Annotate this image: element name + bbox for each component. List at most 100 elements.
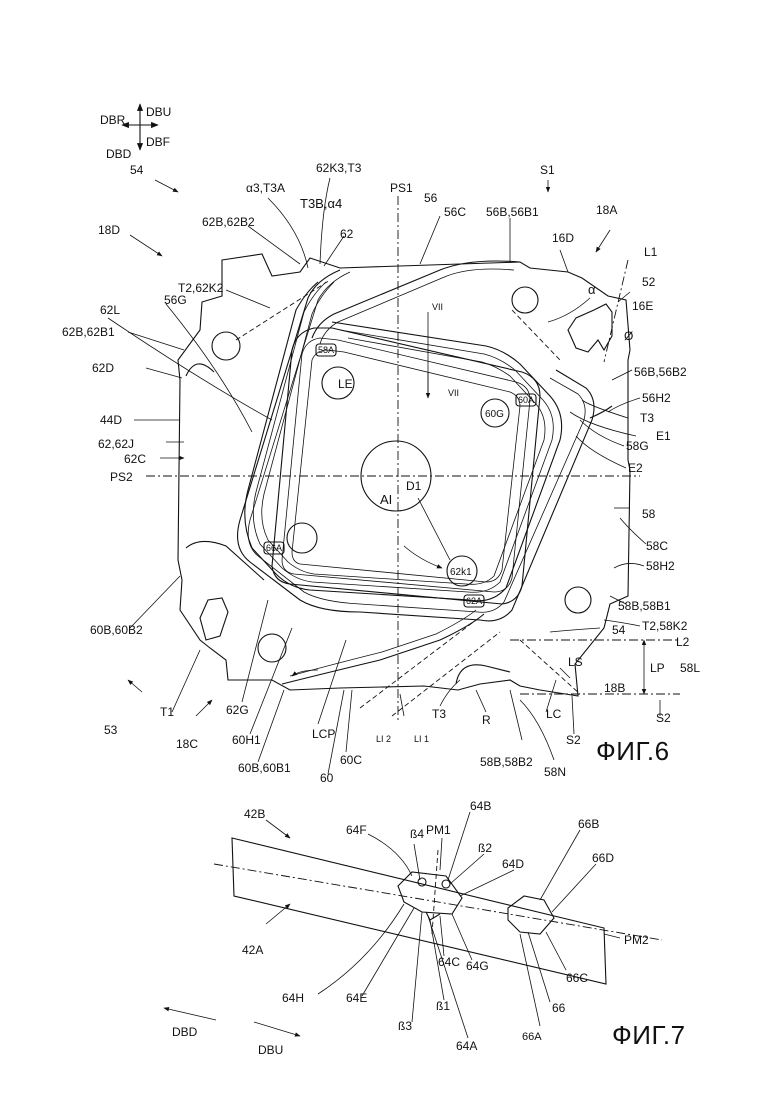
label-62-62j: 62,62J xyxy=(98,437,134,451)
label-60g: 60G xyxy=(485,409,504,420)
label-lp: LP xyxy=(650,661,665,675)
label-a3-t3a: α3,T3A xyxy=(246,181,285,195)
label-l1: L1 xyxy=(644,245,658,259)
label-66b: 66B xyxy=(578,817,599,831)
direction-indicator: DBU DBR DBF DBD xyxy=(100,104,171,161)
label-62a: 62A xyxy=(466,596,482,606)
label-ps1: PS1 xyxy=(390,181,413,195)
label-56g: 56G xyxy=(164,293,187,307)
label-pm2: PM2 xyxy=(624,933,649,947)
label-42a: 42A xyxy=(242,943,263,957)
label-53: 53 xyxy=(104,723,118,737)
label-44d: 44D xyxy=(100,413,122,427)
label-18d: 18D xyxy=(98,223,120,237)
bead-64-dot-right xyxy=(442,880,450,888)
label-s2-right: S2 xyxy=(656,711,671,725)
label-le: LE xyxy=(338,377,353,391)
label-lc: LC xyxy=(546,707,562,721)
label-zero: Ø xyxy=(624,329,633,343)
label-66d: 66D xyxy=(592,851,614,865)
bead-profile-66 xyxy=(508,896,554,934)
corner-notch-tr xyxy=(568,304,612,352)
label-b3: ß3 xyxy=(398,1019,412,1033)
figure-7-title: ФИГ.7 xyxy=(612,1020,686,1050)
label-ls: LS xyxy=(568,655,583,669)
label-16d: 16D xyxy=(552,231,574,245)
label-alpha: α xyxy=(588,282,596,297)
hole-br xyxy=(565,587,591,613)
label-54: 54 xyxy=(130,163,144,177)
hole-66a xyxy=(287,523,317,553)
label-60a: 60A xyxy=(518,395,534,405)
label-60: 60 xyxy=(320,771,334,785)
label-60h1: 60H1 xyxy=(232,733,261,747)
label-s2-bottom: S2 xyxy=(566,733,581,747)
label-56: 56 xyxy=(424,191,438,205)
label-d1: D1 xyxy=(406,479,422,493)
label-58a: 58A xyxy=(318,345,334,355)
label-58g: 58G xyxy=(626,439,649,453)
label-58: 58 xyxy=(642,507,656,521)
label-42b: 42B xyxy=(244,807,265,821)
figure-6: DBU DBR DBF DBD xyxy=(62,104,700,785)
label-t2-58k2: T2,58K2 xyxy=(642,619,688,633)
label-dbu-fig7: DBU xyxy=(258,1043,283,1057)
label-66a: 66A xyxy=(266,543,282,553)
label-62b-62b1: 62B,62B1 xyxy=(62,325,115,339)
label-pm1: PM1 xyxy=(426,823,451,837)
label-66c: 66C xyxy=(566,971,588,985)
bead-64-dot-left xyxy=(418,878,426,886)
label-58h2: 58H2 xyxy=(646,559,675,573)
label-s1: S1 xyxy=(540,163,555,177)
label-li2: LI 2 xyxy=(376,734,391,744)
figure-7: 42B 64F ß4 64B PM1 ß2 64D 66B 66D PM2 42… xyxy=(164,799,686,1057)
label-18c: 18C xyxy=(176,737,198,751)
label-dbd-fig7: DBD xyxy=(172,1025,198,1039)
figure-6-title: ФИГ.6 xyxy=(596,736,670,766)
label-60b-60b1: 60B,60B1 xyxy=(238,761,291,775)
label-52: 52 xyxy=(642,275,656,289)
label-18b: 18B xyxy=(604,681,625,695)
label-l2: L2 xyxy=(676,635,690,649)
label-64a: 64A xyxy=(456,1039,477,1053)
label-62l: 62L xyxy=(100,303,120,317)
plate-outline xyxy=(178,254,630,696)
dir-dbu-label: DBU xyxy=(146,105,171,119)
label-18a: 18A xyxy=(596,203,617,217)
label-r: R xyxy=(482,713,491,727)
label-62: 62 xyxy=(340,227,354,241)
label-58c: 58C xyxy=(646,539,668,553)
label-56b-56b2: 56B,56B2 xyxy=(634,365,687,379)
label-58b-58b2: 58B,58B2 xyxy=(480,755,533,769)
line-pm1 xyxy=(432,850,438,934)
label-vii-top: VII xyxy=(432,302,443,312)
label-64c: 64C xyxy=(438,955,460,969)
label-62k3-t3: 62K3,T3 xyxy=(316,161,362,175)
label-b1: ß1 xyxy=(436,999,450,1013)
label-lcp: LCP xyxy=(312,727,335,741)
label-62k1: 62k1 xyxy=(450,567,472,578)
label-64d: 64D xyxy=(502,857,524,871)
label-60c: 60C xyxy=(340,753,362,767)
label-56c: 56C xyxy=(444,205,466,219)
fig7-labels: 42B 64F ß4 64B PM1 ß2 64D 66B 66D PM2 42… xyxy=(172,799,686,1057)
label-56h2: 56H2 xyxy=(642,391,671,405)
label-64g: 64G xyxy=(466,959,489,973)
line-l1 xyxy=(604,260,628,362)
dir-dbr-label: DBR xyxy=(100,113,126,127)
label-t3-right: T3 xyxy=(640,411,654,425)
label-62c: 62C xyxy=(124,452,146,466)
bead-profile-64 xyxy=(398,872,462,914)
label-66a-fig7: 66A xyxy=(522,1031,542,1043)
label-60b-60b2: 60B,60B2 xyxy=(90,623,143,637)
label-e2: E2 xyxy=(628,461,643,475)
label-62g: 62G xyxy=(226,703,249,717)
dir-dbf-label: DBF xyxy=(146,135,170,149)
line-li1 xyxy=(392,632,500,716)
hole-tl xyxy=(212,332,240,360)
label-t3-bottom: T3 xyxy=(432,707,446,721)
label-64b: 64B xyxy=(470,799,491,813)
label-b4: ß4 xyxy=(410,827,424,841)
label-58b-58b1: 58B,58B1 xyxy=(618,599,671,613)
